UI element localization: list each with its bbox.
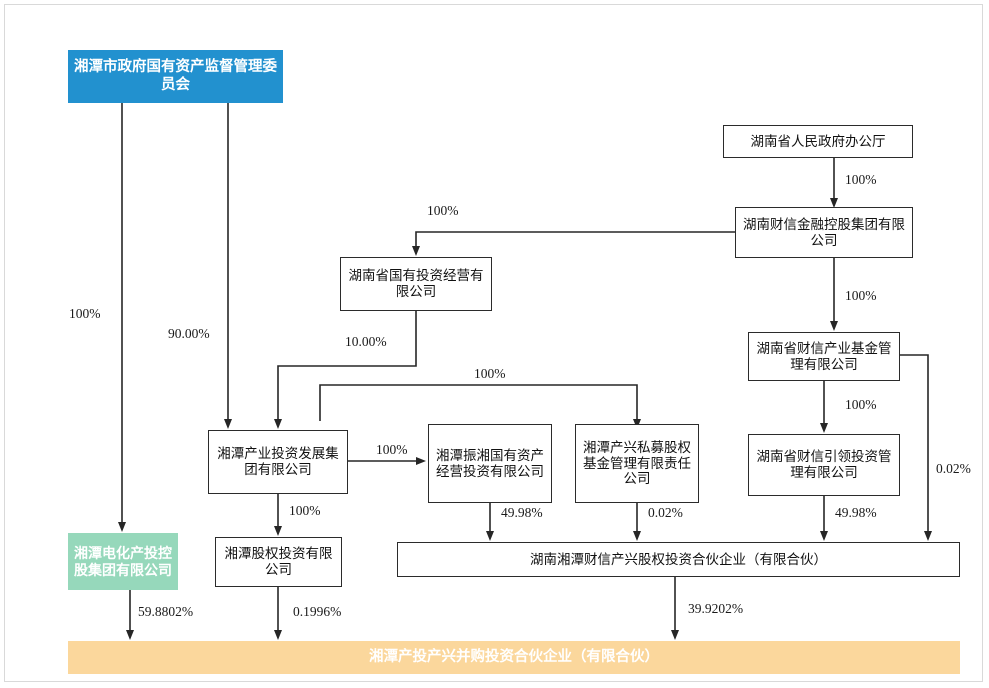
arrowhead-zhenxiang-to-lp [486, 531, 494, 541]
node-hunan-state-invest[interactable]: 湖南省国有投资经营有限公司 [340, 257, 492, 311]
edge-label-zhenxiang-to-lp: 49.98% [501, 505, 543, 520]
arrowhead-caixin-to-fund [830, 321, 838, 331]
node-xt-zhenxiang-label: 湘潭振湘国有资产经营投资有限公司 [436, 447, 544, 479]
node-hn-xt-caixin-lp[interactable]: 湖南湘潭财信产兴股权投资合伙企业（有限合伙） [397, 542, 960, 577]
node-hunan-caixin-holding[interactable]: 湖南财信金融控股集团有限公司 [735, 207, 913, 258]
node-caixin-industry-fund[interactable]: 湖南省财信产业基金管理有限公司 [748, 332, 900, 381]
node-hunan-gov-office[interactable]: 湖南省人民政府办公厅 [723, 125, 913, 158]
edge-label-fund-to-lp: 0.02% [936, 461, 971, 476]
node-caixin-yinling[interactable]: 湖南省财信引领投资管理有限公司 [748, 434, 900, 496]
edge-fund-to-lp [900, 354, 929, 533]
node-caixin-industry-fund-label: 湖南省财信产业基金管理有限公司 [756, 340, 892, 372]
node-caixin-yinling-label: 湖南省财信引领投资管理有限公司 [756, 449, 892, 480]
node-xt-dianhua[interactable]: 湘潭电化产投控股集团有限公司 [68, 533, 178, 590]
node-hunan-state-invest-label: 湖南省国有投资经营有限公司 [348, 268, 484, 299]
node-hunan-gov-office-label: 湖南省人民政府办公厅 [750, 133, 886, 149]
edge-label-sasac-to-dianhua: 100% [69, 306, 101, 321]
arrowhead-caixin-to-stateinvest [412, 246, 420, 256]
node-xt-chanxing-pe[interactable]: 湘潭产兴私募股权基金管理有限责任公司 [575, 424, 699, 503]
node-xt-chanxing-pe-label: 湘潭产兴私募股权基金管理有限责任公司 [583, 439, 691, 487]
node-xt-zhenxiang[interactable]: 湘潭振湘国有资产经营投资有限公司 [428, 424, 552, 503]
node-xt-equity-invest[interactable]: 湘潭股权投资有限公司 [215, 537, 342, 587]
node-xt-chantou-merger-lp-label: 湘潭产投产兴并购投资合伙企业（有限合伙） [369, 648, 659, 665]
edge-label-govoffice-to-caixin: 100% [845, 172, 877, 187]
edge-label-pe-to-lp: 0.02% [648, 505, 683, 520]
arrowhead-equity-to-target [274, 630, 282, 640]
edge-label-fund-to-yinling: 100% [845, 397, 877, 412]
arrowhead-dianhua-to-target [126, 630, 134, 640]
node-hn-xt-caixin-lp-label: 湖南湘潭财信产兴股权投资合伙企业（有限合伙） [530, 551, 827, 567]
edge-label-caixin-to-fund: 100% [845, 288, 877, 303]
edge-label-chanye-to-equity: 100% [289, 503, 321, 518]
node-xt-dianhua-label: 湘潭电化产投控股集团有限公司 [74, 544, 172, 578]
node-xiangtan-sasac-label: 湘潭市政府国有资产监督管理委员会 [74, 59, 277, 93]
node-xt-industry-invest-label: 湘潭产业投资发展集团有限公司 [217, 446, 339, 477]
edge-label-dianhua-to-target: 59.8802% [138, 604, 194, 619]
edge-label-equity-to-target: 0.1996% [293, 604, 342, 619]
node-xiangtan-sasac[interactable]: 湘潭市政府国有资产监督管理委员会 [68, 50, 283, 103]
edge-caixin-to-stateinvest [415, 231, 735, 248]
node-hunan-caixin-holding-label: 湖南财信金融控股集团有限公司 [743, 216, 905, 248]
arrowhead-pe-to-lp [633, 531, 641, 541]
arrowhead-fund-to-lp [924, 531, 932, 541]
edge-label-yinling-to-lp: 49.98% [835, 505, 877, 520]
arrowhead-govoffice-to-caixin [830, 198, 838, 208]
node-xt-industry-invest[interactable]: 湘潭产业投资发展集团有限公司 [208, 430, 348, 494]
node-xt-chantou-merger-lp[interactable]: 湘潭产投产兴并购投资合伙企业（有限合伙） [68, 641, 960, 674]
arrowhead-lp-to-target [671, 630, 679, 640]
edge-label-lp-to-target: 39.9202% [688, 601, 744, 616]
edge-label-stateinvest-to-pe: 100% [474, 366, 506, 381]
arrowhead-fund-to-yinling [820, 423, 828, 433]
edge-label-sasac-to-chanye: 90.00% [168, 326, 210, 341]
edge-stateinvest-to-pe [319, 384, 638, 421]
edge-label-stateinvest-to-chanye: 10.00% [345, 334, 387, 349]
edge-label-caixin-to-stateinvest: 100% [427, 203, 459, 218]
arrowhead-sasac-to-chanye [224, 419, 232, 429]
arrowhead-chanye-to-equity [274, 526, 282, 536]
edge-stateinvest-to-chanye [277, 311, 417, 421]
node-xt-equity-invest-label: 湘潭股权投资有限公司 [224, 546, 333, 577]
arrowhead-yinling-to-lp [820, 531, 828, 541]
edge-label-chanye-to-zhenxiang: 100% [376, 442, 408, 457]
arrowhead-stateinvest-to-chanye [274, 419, 282, 429]
arrowhead-sasac-to-dianhua [118, 522, 126, 532]
arrowhead-chanye-to-zhenxiang [416, 457, 426, 465]
